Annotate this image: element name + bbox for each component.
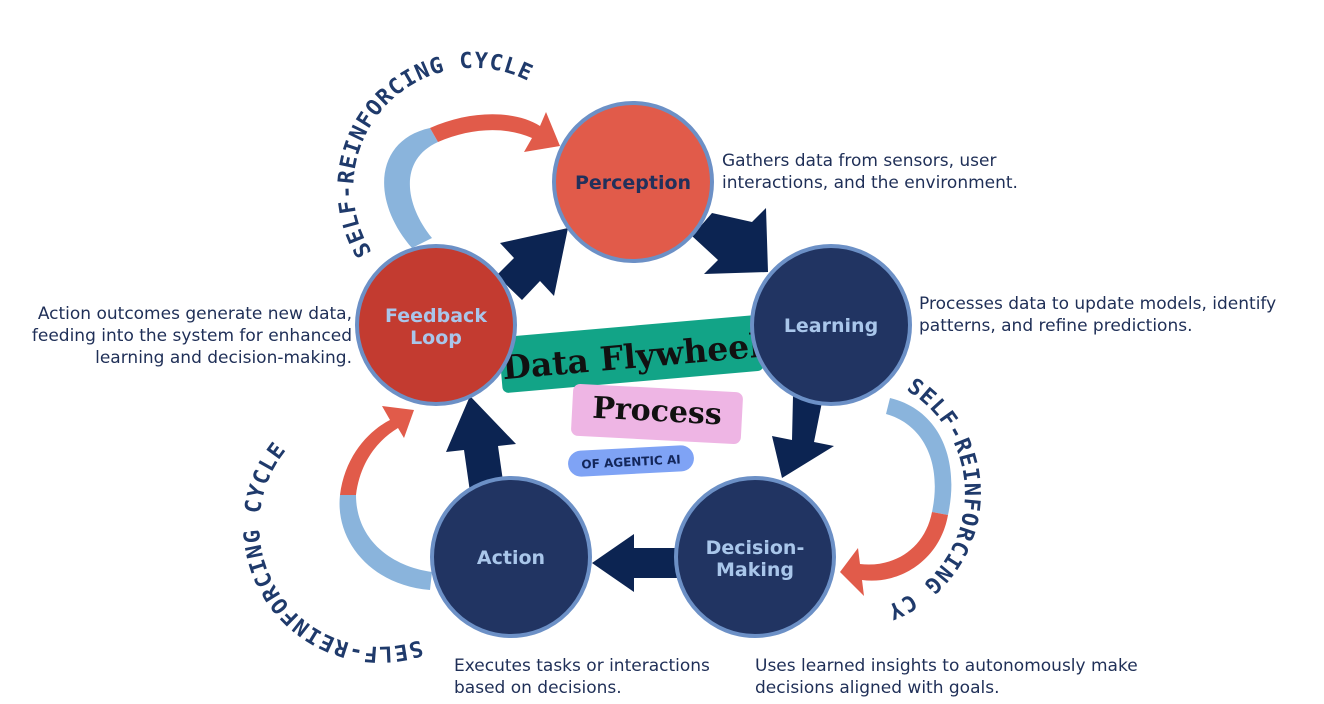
description-perception: Gathers data from sensors, user interact… — [722, 150, 1018, 194]
node-decision: Decision- Making — [674, 476, 836, 638]
loop-blue-arc — [886, 398, 952, 515]
loop-red-arc — [840, 512, 948, 596]
node-label-perception: Perception — [575, 172, 691, 194]
description-decision: Uses learned insights to autonomously ma… — [755, 655, 1138, 699]
node-label-decision-line1: Decision- — [706, 537, 805, 559]
node-circle — [552, 101, 714, 263]
arrow-decision-to-action — [592, 534, 682, 592]
cycle-label-top-left: SELF-REINFORCING CYCLE — [334, 49, 536, 262]
badge-text: OF AGENTIC AI — [581, 452, 681, 471]
description-line: feeding into the system for enhanced — [31, 326, 352, 346]
description-feedback: Action outcomes generate new data, feedi… — [10, 303, 352, 369]
node-feedback: Feedback Loop — [355, 244, 517, 406]
description-learning: Processes data to update models, identif… — [919, 293, 1276, 337]
loop-right — [840, 398, 952, 596]
loop-top-left — [384, 112, 560, 248]
center-title: Data Flywheel Process OF AGENTIC AI — [498, 315, 764, 477]
description-line: Action outcomes generate new data, — [37, 304, 352, 324]
node-label-decision-line2: Making — [716, 559, 794, 581]
description-line: interactions, and the environment. — [722, 173, 1018, 193]
title-line2: Process — [592, 391, 723, 433]
loop-blue-arc — [384, 128, 438, 248]
description-action: Executes tasks or interactions based on … — [454, 655, 710, 699]
description-line: Gathers data from sensors, user — [722, 151, 997, 171]
arrow-perception-to-learning — [692, 208, 768, 274]
loop-blue-arc — [339, 495, 432, 590]
cycle-text: SELF-REINFORCING CYCLE — [240, 438, 424, 666]
loop-red-arc — [430, 112, 560, 152]
node-label-learning: Learning — [784, 315, 878, 337]
arrow-learning-to-decision — [772, 396, 834, 478]
description-line: Executes tasks or interactions — [454, 656, 710, 676]
node-circle — [355, 244, 517, 406]
description-line: patterns, and refine predictions. — [919, 316, 1193, 336]
title-banner — [498, 315, 764, 393]
description-line: learning and decision-making. — [95, 348, 352, 368]
node-action: Action — [430, 476, 592, 638]
node-learning: Learning — [750, 244, 912, 406]
loop-red-arc — [340, 406, 414, 495]
description-line: Processes data to update models, identif… — [919, 294, 1277, 314]
node-circle — [674, 476, 836, 638]
node-circle — [750, 244, 912, 406]
node-circle — [430, 476, 592, 638]
node-label-action: Action — [477, 547, 545, 569]
badge-pill — [568, 445, 694, 477]
title-pink-box — [571, 383, 743, 445]
node-label-feedback-line1: Feedback — [385, 305, 487, 327]
node-perception: Perception — [552, 101, 714, 263]
description-line: Uses learned insights to autonomously ma… — [755, 656, 1138, 676]
cycle-label-bottom-left: SELF-REINFORCING CYCLE — [240, 438, 425, 666]
arrow-action-to-feedback — [446, 396, 516, 492]
description-line: based on decisions. — [454, 678, 622, 698]
loop-bottom-left — [339, 406, 432, 590]
node-label-feedback-line2: Loop — [410, 327, 462, 349]
cycle-text: SELF-REINFORCING CYCLE — [334, 49, 535, 262]
description-line: decisions aligned with goals. — [755, 678, 1000, 698]
